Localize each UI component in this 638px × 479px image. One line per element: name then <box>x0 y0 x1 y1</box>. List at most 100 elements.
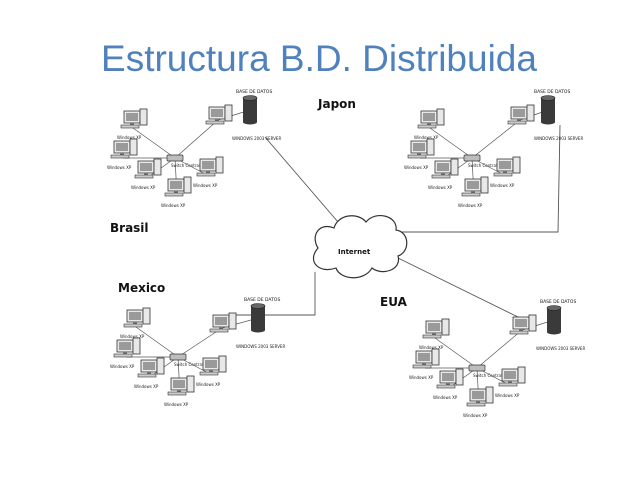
db-body <box>243 98 257 122</box>
db-label: BASE DE DATOS <box>534 89 570 95</box>
screen-shape <box>116 143 128 151</box>
keyboard-icon <box>110 154 130 159</box>
tower-icon <box>183 176 192 194</box>
client-label: Windows XP <box>414 135 439 140</box>
switch-body <box>169 353 187 361</box>
server-computer <box>507 104 535 125</box>
db-top <box>546 305 562 311</box>
client-label: Windows XP <box>458 203 483 208</box>
page-title: Estructura B.D. Distribuida <box>101 38 537 79</box>
server-label: WINDOWS 2003 SERVER <box>232 136 281 141</box>
screen-shape <box>437 163 449 171</box>
db-bottom <box>243 119 257 125</box>
client-computer <box>498 366 526 387</box>
tower-icon <box>450 158 459 176</box>
screen-shape <box>211 109 223 117</box>
screen-shape <box>418 353 430 361</box>
monitor-stand <box>130 123 134 125</box>
client-computer <box>199 355 227 376</box>
keyboard-icon <box>113 353 133 358</box>
monitor-stand <box>133 322 137 324</box>
client-label: Windows XP <box>131 185 156 190</box>
keyboard-icon <box>431 174 451 179</box>
screen-shape <box>499 161 511 169</box>
tower-icon <box>436 108 445 126</box>
tower-icon <box>441 318 450 336</box>
cable <box>177 327 223 358</box>
screen-shape <box>215 317 227 325</box>
tower-icon <box>132 337 141 355</box>
keyboard-icon <box>507 120 527 125</box>
monitor-stand <box>476 401 480 403</box>
keyboard-icon <box>137 373 157 378</box>
tower-icon <box>186 375 195 393</box>
tower-icon <box>153 158 162 176</box>
db-label: BASE DE DATOS <box>244 297 280 303</box>
keyboard-icon <box>196 172 216 177</box>
switch-label: Switch Central <box>468 163 497 168</box>
monitor-stand <box>517 119 521 121</box>
client-label: Windows XP <box>495 393 520 398</box>
client-label: Windows XP <box>463 413 488 418</box>
screen-shape <box>143 362 155 370</box>
server-computer <box>205 104 233 125</box>
screen-shape <box>140 163 152 171</box>
site-name: Brasil <box>110 221 149 235</box>
cable <box>434 337 478 369</box>
link-mexico-internet <box>235 272 316 316</box>
screen-shape <box>428 323 440 331</box>
client-computer <box>417 108 445 129</box>
client-computer <box>113 337 141 358</box>
client-label: Windows XP <box>161 203 186 208</box>
monitor-stand <box>219 327 223 329</box>
keyboard-icon <box>422 334 442 339</box>
database-icon: BASE DE DATOS <box>540 299 576 335</box>
screen-shape <box>442 373 454 381</box>
tower-icon <box>528 314 537 332</box>
link-brasil-internet <box>264 136 339 223</box>
client-computer <box>431 158 459 179</box>
monitor-stand <box>209 370 213 372</box>
switch-body <box>463 154 481 162</box>
wan-links <box>235 124 561 319</box>
cable <box>476 329 523 369</box>
client-computer <box>167 375 195 396</box>
switch-icon <box>468 364 486 372</box>
cable <box>132 127 176 159</box>
client-label: Windows XP <box>419 345 444 350</box>
client-computer <box>412 348 440 369</box>
client-label: Windows XP <box>490 183 515 188</box>
client-computer <box>134 158 162 179</box>
db-body <box>251 306 265 330</box>
cable <box>471 119 521 159</box>
monitor-stand <box>422 363 426 365</box>
monitor-stand <box>446 383 450 385</box>
screen-shape <box>202 161 214 169</box>
client-label: Windows XP <box>404 165 429 170</box>
client-label: Windows XP <box>110 364 135 369</box>
client-computer <box>110 138 138 159</box>
client-computer <box>164 176 192 197</box>
screen-shape <box>119 342 131 350</box>
monitor-stand <box>144 173 148 175</box>
keyboard-icon <box>498 382 518 387</box>
link-eua-internet <box>397 257 521 319</box>
database-icon: BASE DE DATOS <box>244 297 280 333</box>
monitor-stand <box>432 333 436 335</box>
client-label: Windows XP <box>196 382 221 387</box>
keyboard-icon <box>164 192 184 197</box>
client-computer <box>123 307 151 328</box>
cable <box>174 119 219 159</box>
switch-label: Switch Central <box>473 373 502 378</box>
client-label: Windows XP <box>164 402 189 407</box>
screen-shape <box>504 371 516 379</box>
tower-icon <box>142 307 151 325</box>
client-computer <box>120 108 148 129</box>
keyboard-icon <box>461 192 481 197</box>
switch-label: Switch Central <box>171 163 200 168</box>
keyboard-icon <box>436 384 456 389</box>
tower-icon <box>512 156 521 174</box>
tower-icon <box>426 138 435 156</box>
